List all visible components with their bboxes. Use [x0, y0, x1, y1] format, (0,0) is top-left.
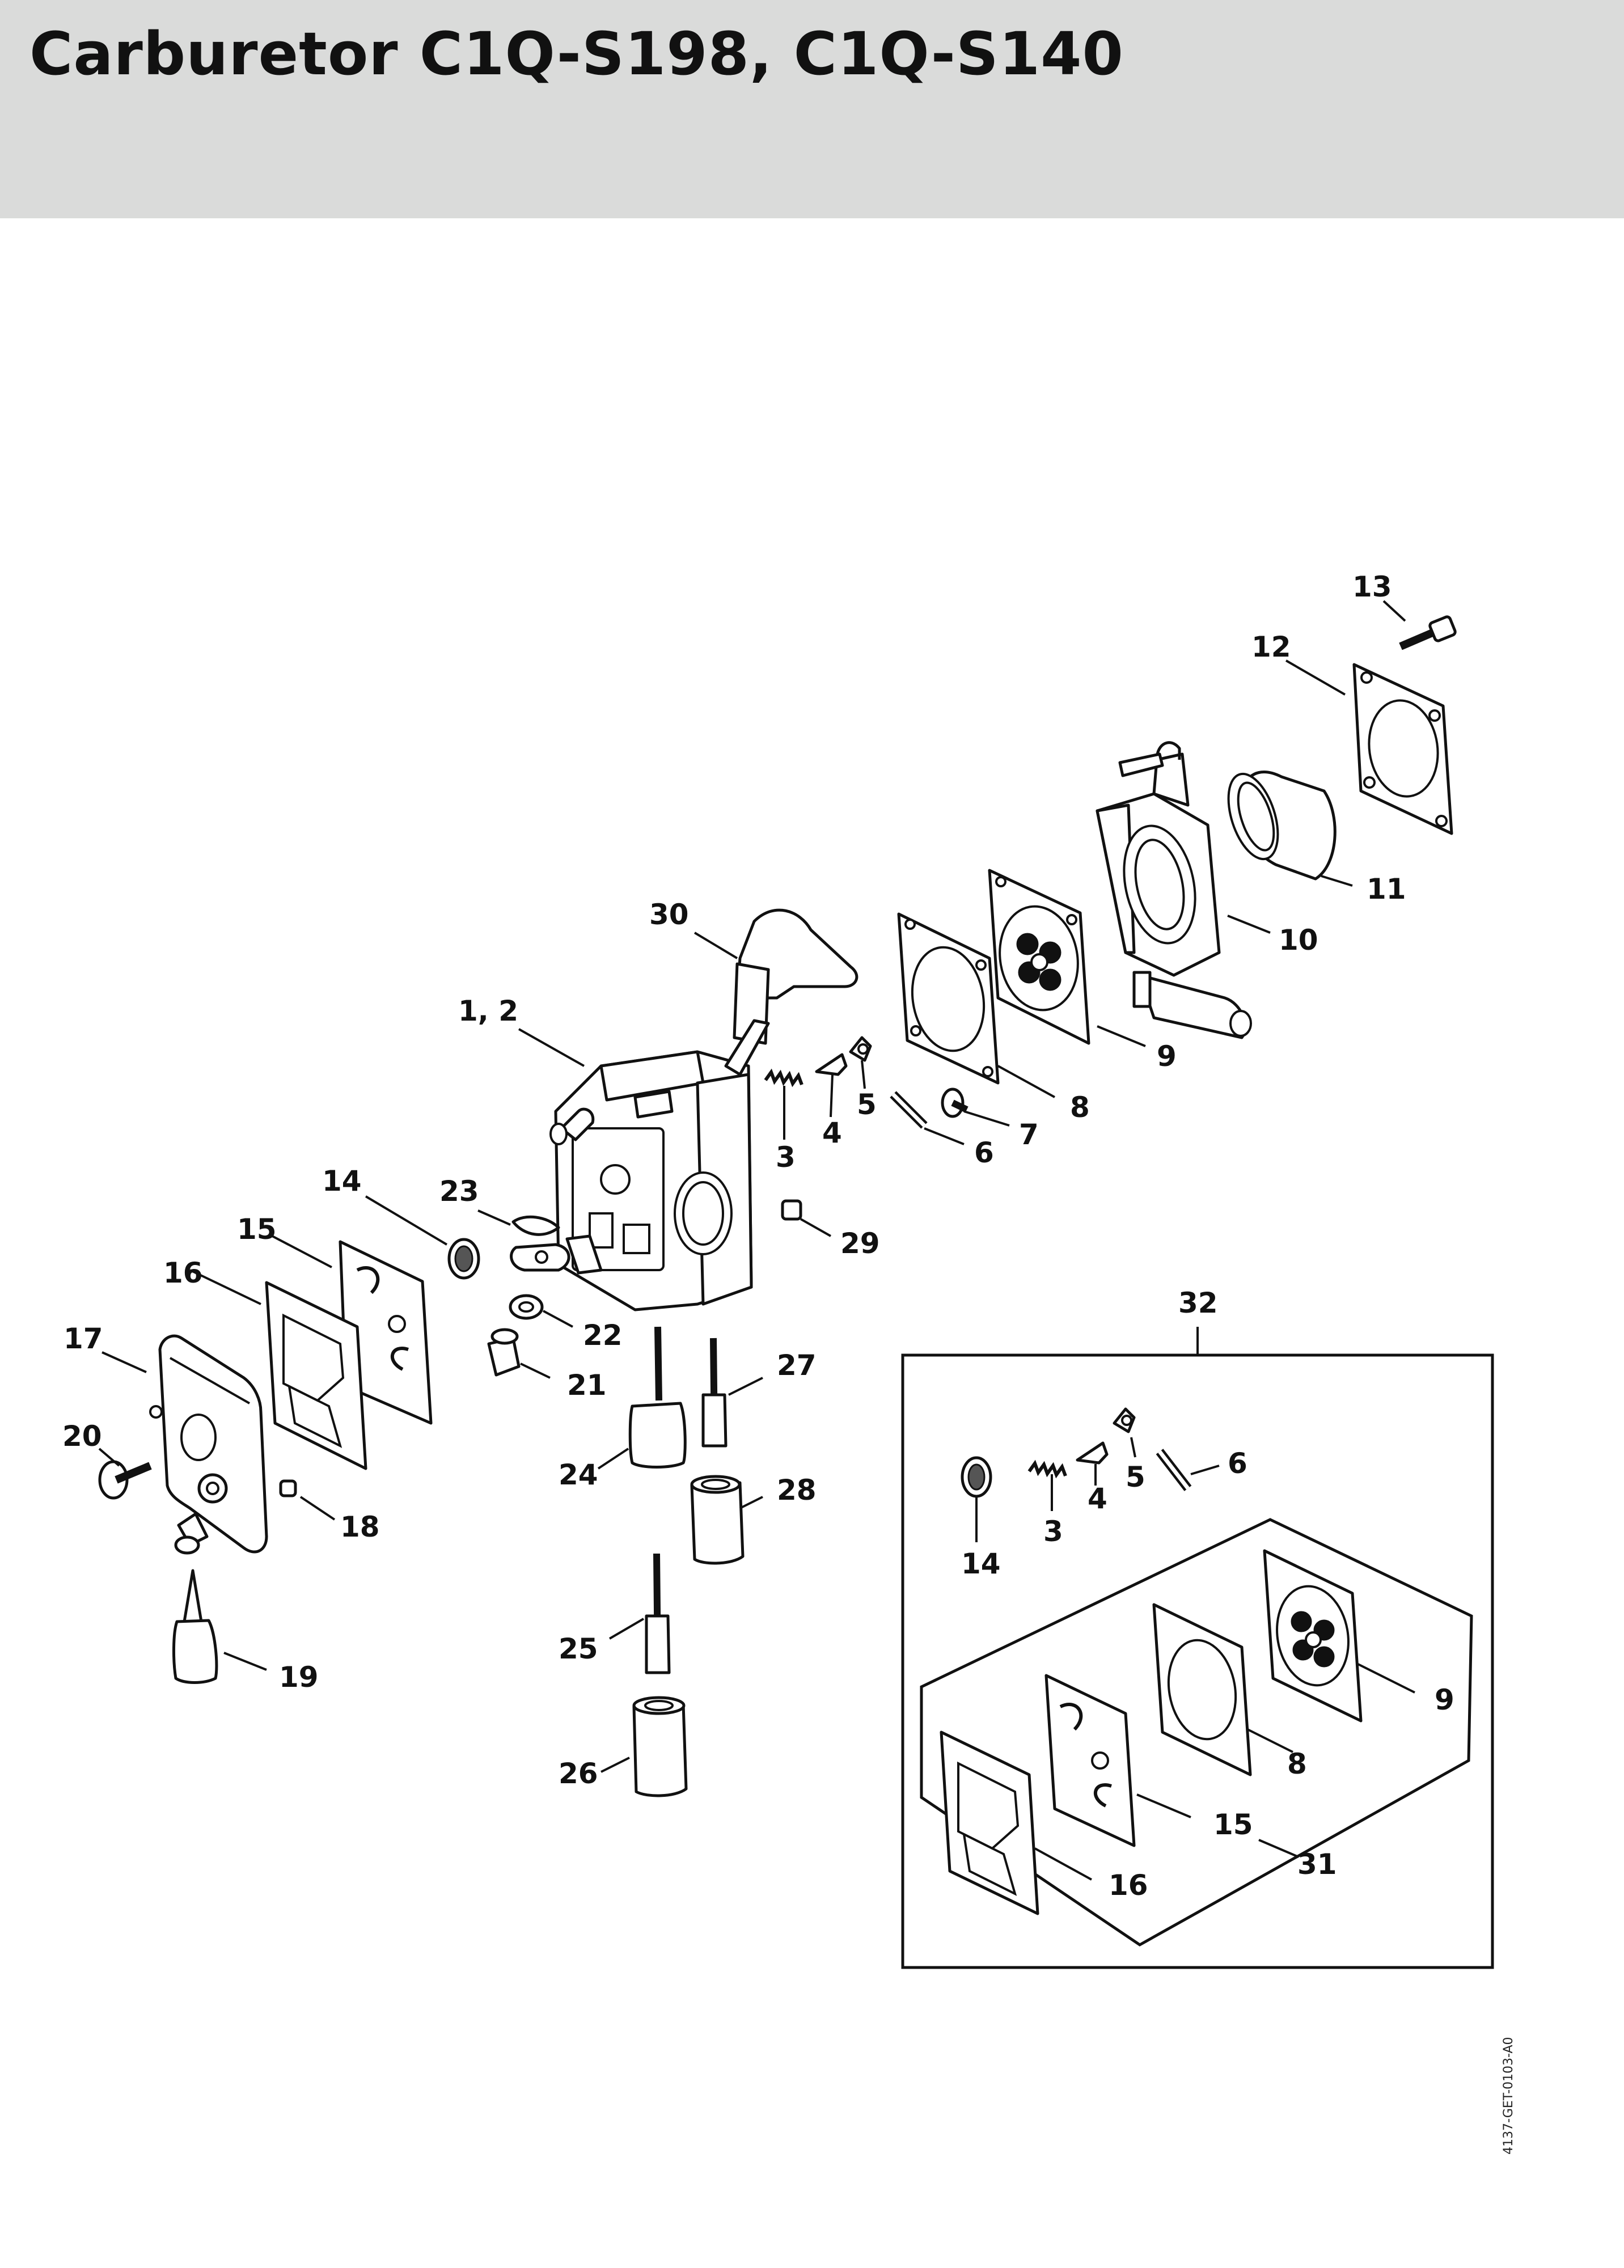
part-24-adjusting-screw	[628, 1326, 687, 1469]
kit-callout-5: 5	[1126, 1461, 1145, 1493]
callout-26: 26	[559, 1757, 598, 1790]
callout-32: 32	[1178, 1287, 1218, 1319]
kit-callout-6: 6	[1228, 1447, 1247, 1480]
part-22-washer	[509, 1294, 544, 1320]
callout-13: 13	[1352, 570, 1392, 603]
callout-25: 25	[559, 1632, 598, 1665]
part-18-plug	[279, 1479, 297, 1497]
part-19-screw	[172, 1569, 218, 1684]
part-6-pin	[890, 1091, 928, 1129]
kit-part-9-diaphragm	[1263, 1549, 1363, 1723]
part-16-gasket	[265, 1281, 367, 1470]
callout-16: 16	[163, 1256, 203, 1289]
part-5-control-lever	[849, 1036, 872, 1062]
callout-5: 5	[857, 1088, 877, 1121]
part-7-screw	[941, 1088, 969, 1118]
callout-1-2: 1, 2	[458, 995, 518, 1027]
part-11-venturi-sleeve	[1227, 771, 1337, 881]
kit-part-3-spring	[1027, 1459, 1067, 1479]
part-17-end-cover	[149, 1334, 268, 1555]
kit-part-6-pin	[1156, 1449, 1192, 1491]
page-title: Carburetor C1Q-S198, C1Q-S140	[29, 19, 1124, 88]
header-bar: Carburetor C1Q-S198, C1Q-S140	[0, 0, 1624, 218]
part-3-spring	[764, 1068, 803, 1088]
kit-callout-16: 16	[1109, 1869, 1148, 1902]
part-13-screw	[1399, 615, 1457, 650]
callout-18: 18	[340, 1510, 380, 1543]
part-1-2-carburetor-body	[549, 1019, 770, 1311]
callout-9: 9	[1157, 1040, 1177, 1073]
callout-7: 7	[1019, 1118, 1039, 1151]
part-23-clip	[510, 1215, 570, 1272]
part-9-diaphragm	[988, 869, 1090, 1045]
kit-callout-3: 3	[1043, 1515, 1063, 1548]
callout-23: 23	[439, 1175, 479, 1208]
part-8-gasket	[897, 912, 1000, 1085]
kit-part-4-needle	[1076, 1441, 1109, 1465]
callout-4: 4	[822, 1116, 842, 1149]
callout-6: 6	[974, 1136, 994, 1169]
kit-part-16-gasket	[940, 1730, 1039, 1915]
part-25-needle	[645, 1553, 671, 1674]
callout-27: 27	[777, 1349, 817, 1382]
callout-31: 31	[1297, 1848, 1337, 1881]
kit-callout-14: 14	[961, 1547, 1001, 1580]
kit-callout-15: 15	[1213, 1808, 1253, 1841]
callout-10: 10	[1279, 924, 1318, 957]
callout-3: 3	[776, 1141, 796, 1174]
kit-part-15-gasket	[1044, 1674, 1136, 1847]
callout-14: 14	[322, 1165, 362, 1198]
part-4-inlet-needle	[815, 1053, 848, 1076]
callout-24: 24	[559, 1458, 598, 1491]
part-12-gasket	[1352, 663, 1453, 835]
kit-31-outline	[920, 1518, 1473, 1947]
callout-20: 20	[62, 1420, 102, 1453]
callout-19: 19	[279, 1661, 319, 1694]
part-10-housing	[1096, 741, 1252, 1039]
callout-21: 21	[567, 1369, 607, 1402]
document-reference-code: 4137-GET-0103-A0	[1502, 2037, 1516, 2155]
callout-17: 17	[64, 1322, 103, 1355]
part-21-plug	[487, 1328, 521, 1377]
kit-part-5-lever	[1113, 1407, 1136, 1433]
part-14-strainer	[447, 1238, 480, 1280]
kit-callout-9: 9	[1435, 1683, 1454, 1716]
callout-labels: 13 12 11 10 9 8 7 6 5 4 3 30 1, 2 23 29 …	[62, 570, 1454, 1902]
callout-22: 22	[583, 1319, 623, 1352]
callout-8: 8	[1070, 1091, 1090, 1124]
part-20-screw	[98, 1460, 152, 1500]
callout-11: 11	[1367, 873, 1406, 905]
leader-lines	[98, 600, 1415, 1881]
kit-callout-4: 4	[1088, 1482, 1107, 1515]
callout-29: 29	[840, 1227, 880, 1260]
callout-30: 30	[649, 898, 689, 931]
callout-15: 15	[237, 1213, 277, 1246]
callout-12: 12	[1251, 631, 1291, 663]
part-26-limiter-cap	[632, 1696, 688, 1797]
callout-28: 28	[777, 1474, 817, 1507]
part-29-plug	[781, 1199, 802, 1221]
part-27-needle	[701, 1338, 728, 1448]
part-28-limiter-cap	[690, 1475, 745, 1565]
kit-callout-8: 8	[1287, 1747, 1307, 1780]
kit-part-14-strainer	[961, 1456, 992, 1498]
kit-part-8-gasket	[1152, 1603, 1252, 1776]
